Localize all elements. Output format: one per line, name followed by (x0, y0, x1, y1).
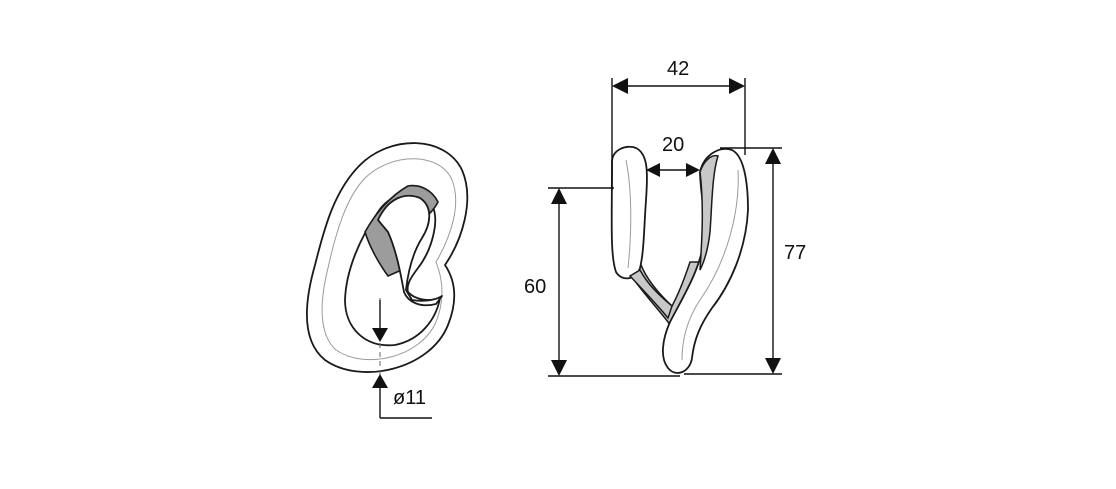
gap-label: 20 (662, 134, 684, 156)
link-inner-line (321, 158, 457, 361)
left-arm-inner-line (625, 159, 632, 269)
dim-arrow-down (372, 328, 388, 342)
total-height-dimension: 77 (684, 147, 806, 375)
total-arrow-down (765, 358, 781, 374)
left-arm (610, 145, 648, 280)
inner-height-dimension: 60 (524, 187, 680, 377)
front-view (305, 142, 469, 375)
dim-arrow-up (372, 374, 388, 388)
inner-arrow-down (551, 360, 567, 376)
fork-shade (628, 268, 673, 320)
width-label: 42 (667, 58, 689, 80)
diameter-dimension: ø11 (372, 300, 432, 419)
diameter-label: ø11 (393, 387, 426, 409)
hook-tongue-front (377, 194, 443, 307)
total-arrow-up (765, 148, 781, 164)
dim-arrow-right (729, 78, 745, 94)
inner-height-label: 60 (524, 276, 546, 298)
width-dimension: 42 (611, 58, 746, 190)
total-height-label: 77 (784, 242, 806, 264)
right-arm (662, 148, 749, 374)
inner-arrow-up (551, 188, 567, 204)
right-arm-shade (699, 154, 719, 271)
gap-dimension: 20 (646, 134, 700, 177)
right-arm-inner-line (681, 169, 739, 361)
gap-arrow-right (686, 163, 700, 177)
gap-arrow-left (646, 163, 660, 177)
dim-arrow-left (612, 78, 628, 94)
side-view (610, 145, 749, 374)
